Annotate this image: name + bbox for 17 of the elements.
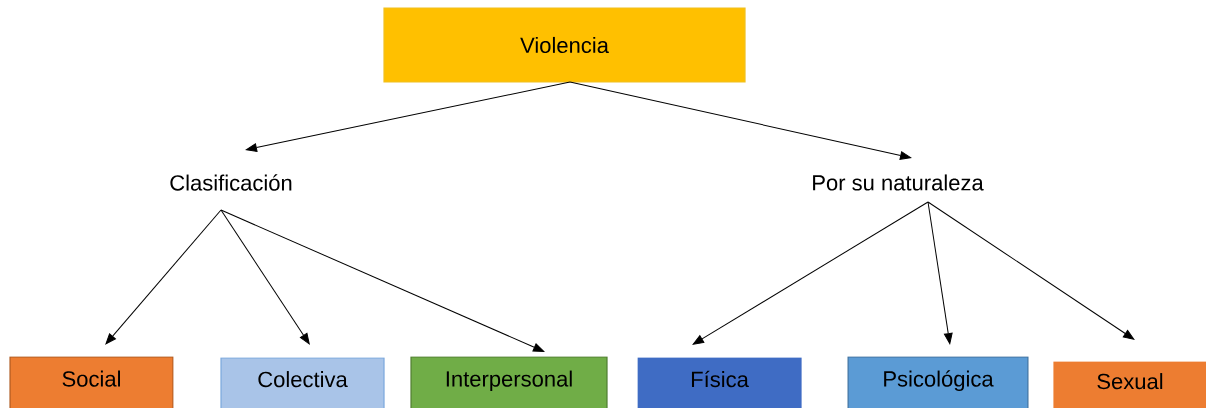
category-box: Psicológica: [847, 356, 1029, 408]
category-box: Colectiva: [220, 357, 385, 408]
arrow: [927, 201, 1135, 340]
arrow: [220, 209, 310, 345]
category-box: Física: [637, 357, 802, 408]
group-label: Clasificación: [170, 174, 292, 191]
arrow: [105, 209, 222, 345]
arrow: [220, 209, 545, 352]
category-box: Sexual: [1053, 361, 1206, 408]
arrow: [569, 81, 912, 160]
arrow: [927, 201, 953, 345]
arrow: [692, 201, 929, 345]
title-box: Violencia: [383, 7, 746, 83]
arrow: [245, 81, 571, 152]
group-label: Por su naturaleza: [813, 174, 984, 191]
category-box: Social: [9, 356, 174, 408]
category-box: Interpersonal: [410, 356, 608, 408]
